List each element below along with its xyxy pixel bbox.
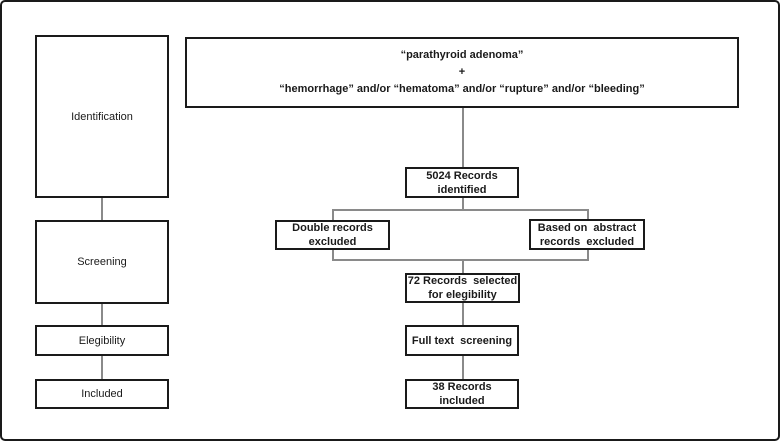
records-included-box: 38 Records included — [405, 379, 519, 409]
connector-query-identified — [462, 108, 464, 167]
connector-bracket-selected — [462, 259, 464, 273]
abstract-records-excluded-box: Based on abstract records excluded — [529, 219, 645, 250]
full-text-screening-box: Full text screening — [405, 325, 519, 356]
bracket-top-line — [332, 209, 589, 211]
connector-selected-fulltext — [462, 303, 464, 325]
connector-identified-bracket — [462, 198, 464, 211]
stage-box-included: Included — [35, 379, 169, 409]
records-selected-box: 72 Records selected for elegibility — [405, 273, 520, 303]
records-identified-box: 5024 Records identified — [405, 167, 519, 198]
double-records-excluded-box: Double records excluded — [275, 220, 390, 250]
search-query-box: “parathyroid adenoma” + “hemorrhage” and… — [185, 37, 739, 108]
stage-box-elegibility: Elegibility — [35, 325, 169, 356]
connector-identification-screening — [101, 198, 103, 220]
connector-elegibility-included — [101, 356, 103, 379]
connector-screening-elegibility — [101, 304, 103, 325]
bracket-bottom-line — [332, 259, 589, 261]
stage-box-screening: Screening — [35, 220, 169, 304]
stage-box-identification: Identification — [35, 35, 169, 198]
connector-fulltext-included — [462, 356, 464, 379]
